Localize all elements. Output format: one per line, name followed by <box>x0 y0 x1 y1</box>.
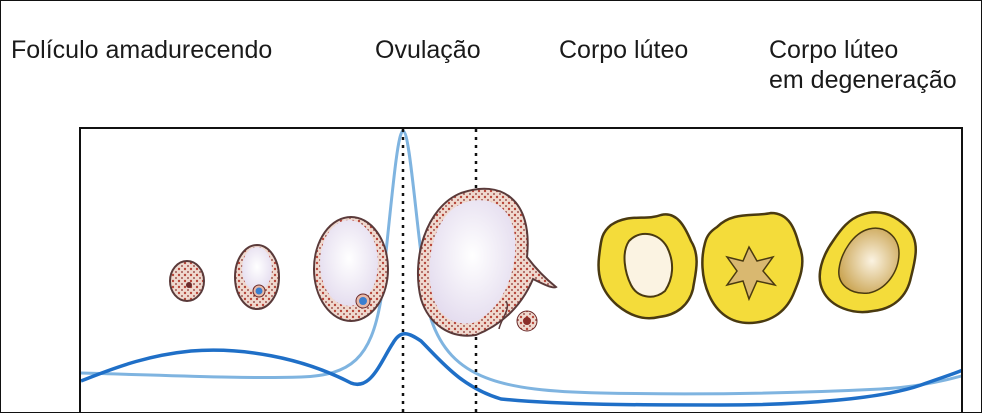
label-degenerating-line1: Corpo lúteo <box>769 35 898 65</box>
ovulating-follicle <box>418 189 556 336</box>
label-corpus-luteum: Corpo lúteo <box>559 35 688 65</box>
corpus-luteum-degenerating <box>820 212 916 312</box>
mature-follicle <box>314 217 388 321</box>
corpus-luteum-1 <box>599 214 697 318</box>
diagram-panel <box>79 127 963 413</box>
label-maturing-follicle: Folículo amadurecendo <box>11 35 272 65</box>
diagram-svg <box>81 129 963 413</box>
label-ovulation: Ovulação <box>375 35 481 65</box>
label-degenerating-line2: em degeneração <box>769 65 957 95</box>
secondary-follicle <box>235 245 279 309</box>
primary-follicle <box>170 261 204 301</box>
corpus-luteum-2 <box>702 213 802 323</box>
dark-hormone-curve <box>81 334 963 405</box>
